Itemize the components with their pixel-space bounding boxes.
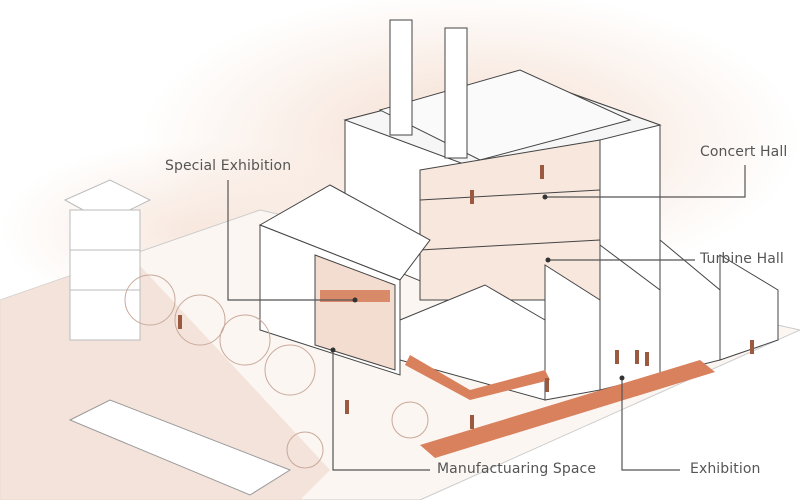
label-manufacturing-space: Manufactuaring Space bbox=[437, 461, 597, 477]
reflecting-pool bbox=[68, 399, 292, 496]
label-exhibition: Exhibition bbox=[690, 461, 761, 477]
trees bbox=[124, 274, 429, 469]
leader-concert-hall bbox=[545, 165, 746, 198]
leader-lines bbox=[227, 165, 746, 471]
label-concert-hall: Concert Hall bbox=[700, 144, 788, 160]
leader-manufacturing-space bbox=[332, 350, 430, 471]
label-turbine-hall: Turbine Hall bbox=[700, 251, 784, 267]
leader-exhibition bbox=[621, 378, 680, 471]
power-plant bbox=[343, 19, 662, 331]
leader-dots bbox=[330, 194, 625, 381]
people-figures bbox=[178, 165, 754, 429]
exhibition-path bbox=[420, 360, 715, 458]
chimney-left bbox=[389, 19, 413, 136]
label-special-exhibition: Special Exhibition bbox=[165, 158, 292, 174]
chimney-right bbox=[444, 27, 468, 159]
water-tower bbox=[63, 179, 152, 341]
leader-special-exhibition bbox=[227, 180, 355, 301]
